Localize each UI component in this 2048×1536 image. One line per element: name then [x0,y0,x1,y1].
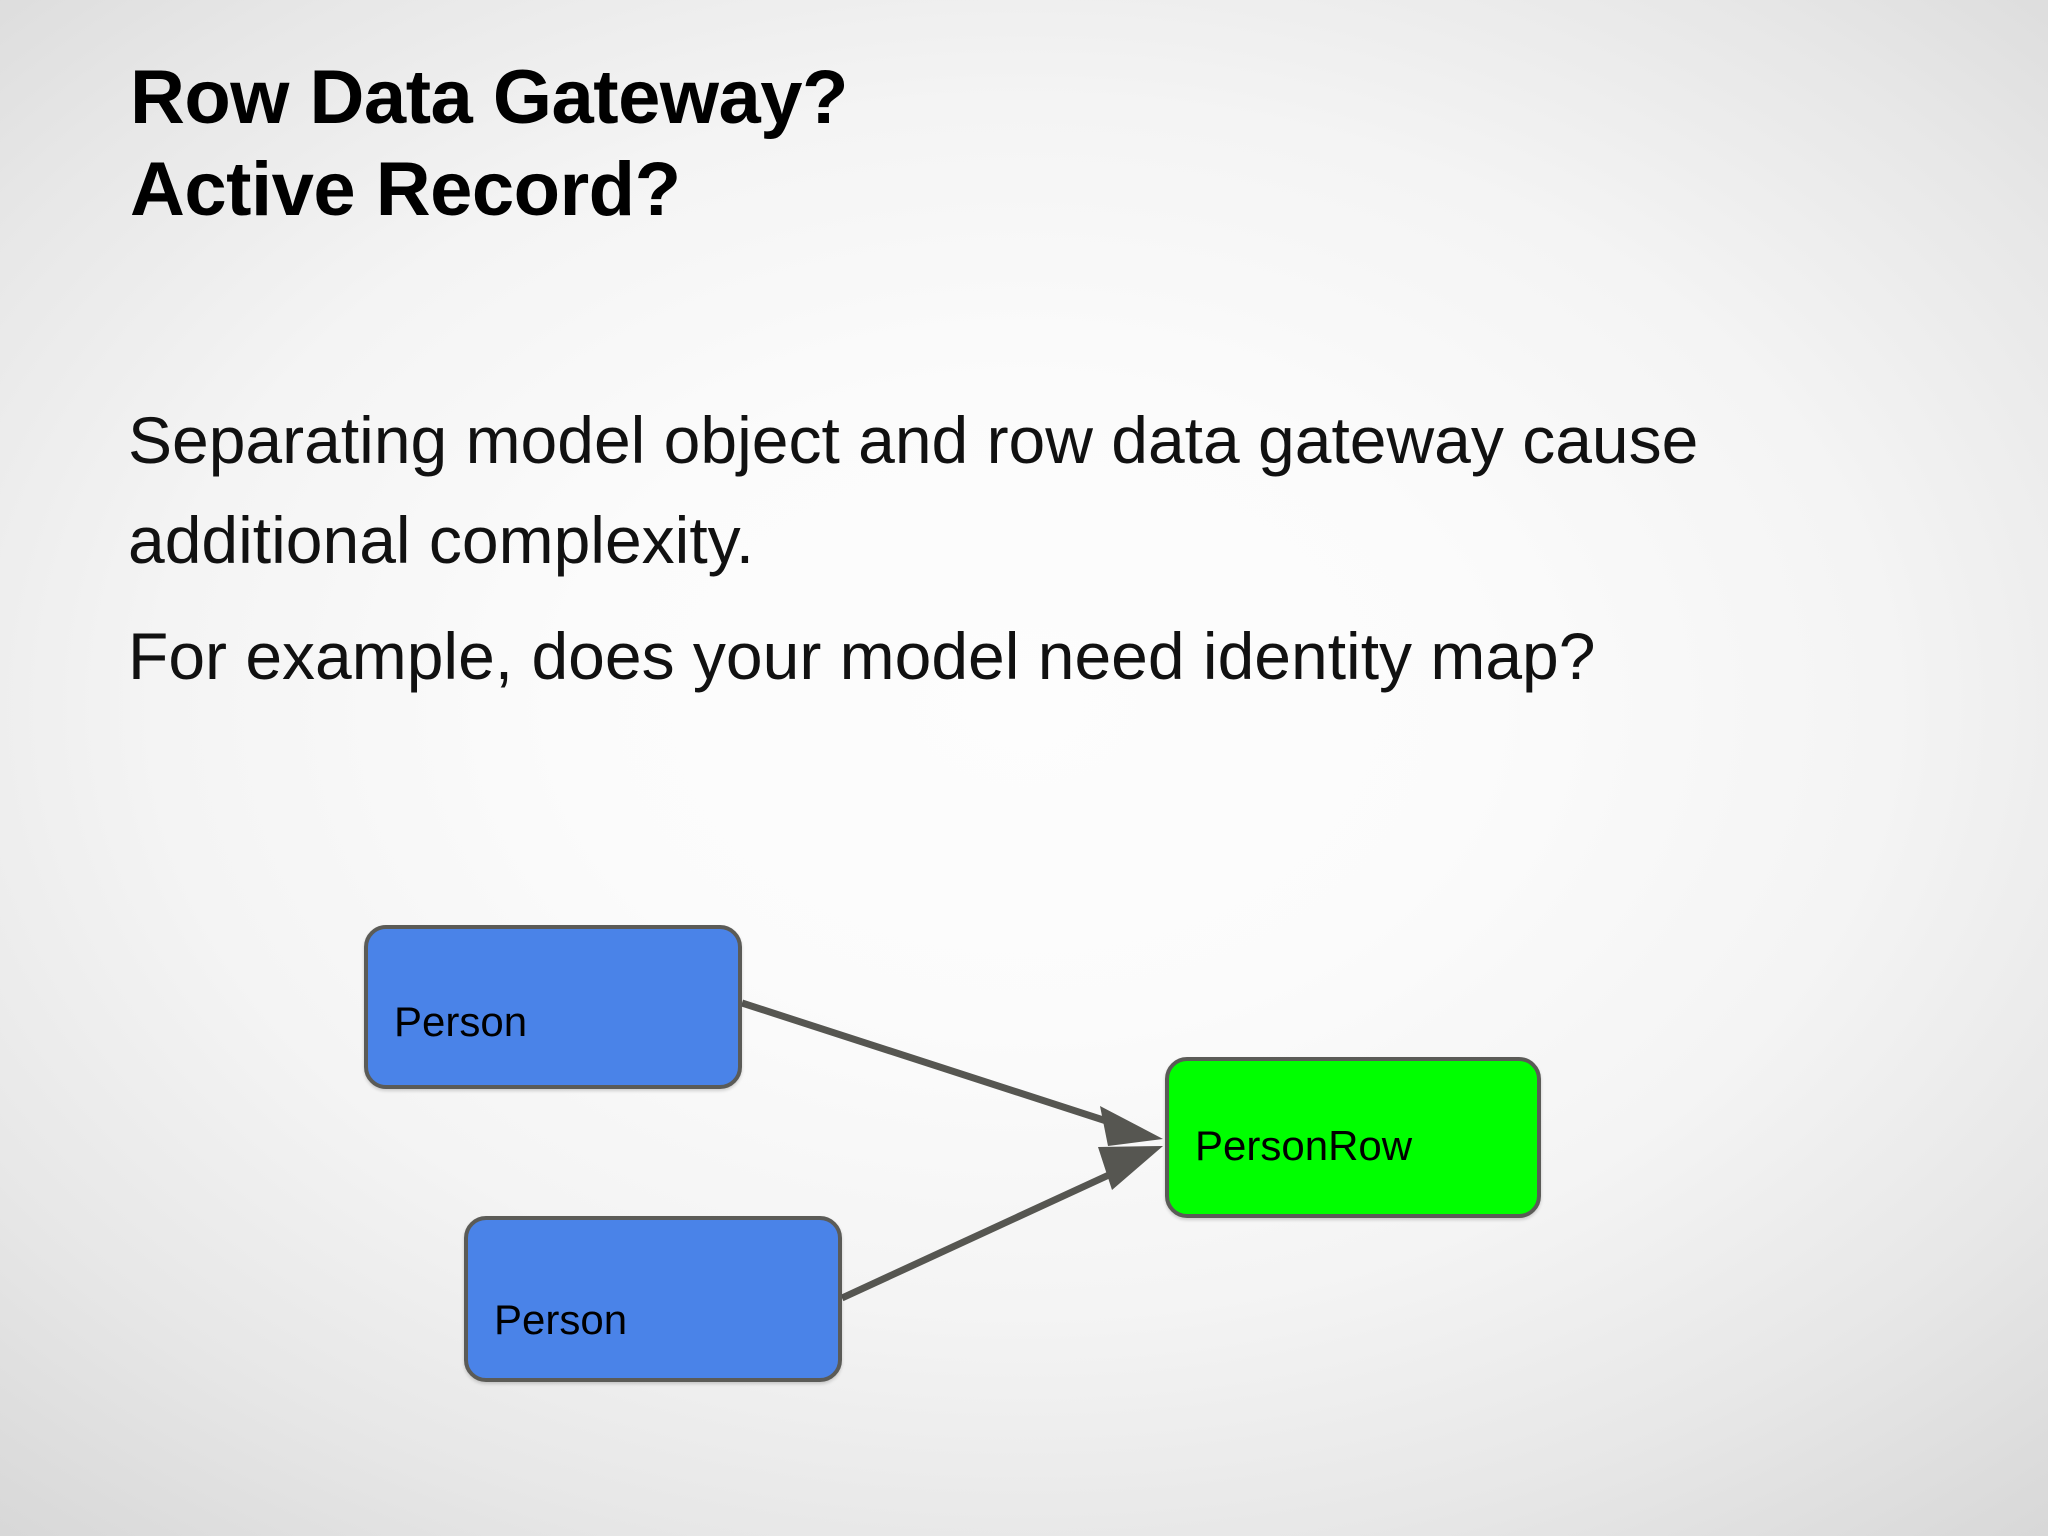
body-text: Separating model object and row data gat… [128,390,1928,710]
diagram-node-personrow[interactable]: PersonRow [1165,1057,1541,1218]
title-line-2: Active Record? [130,147,681,232]
diagram-node-label: Person [394,998,528,1045]
body-paragraph-2: For example, does your model need identi… [128,619,1596,693]
page-title: Row Data Gateway? Active Record? [130,52,1910,236]
diagram-node-label: PersonRow [1195,1121,1413,1169]
diagram-node-person-1[interactable]: Person [364,925,742,1089]
edge-person2-to-personrow [840,1146,1163,1302]
diagram-node-label: Person [494,1296,628,1343]
diagram-node-person-2[interactable]: Person [464,1216,842,1382]
body-paragraph-1: Separating model object and row data gat… [128,403,1699,577]
edge-person1-to-personrow [740,999,1163,1146]
title-line-1: Row Data Gateway? [130,55,848,140]
